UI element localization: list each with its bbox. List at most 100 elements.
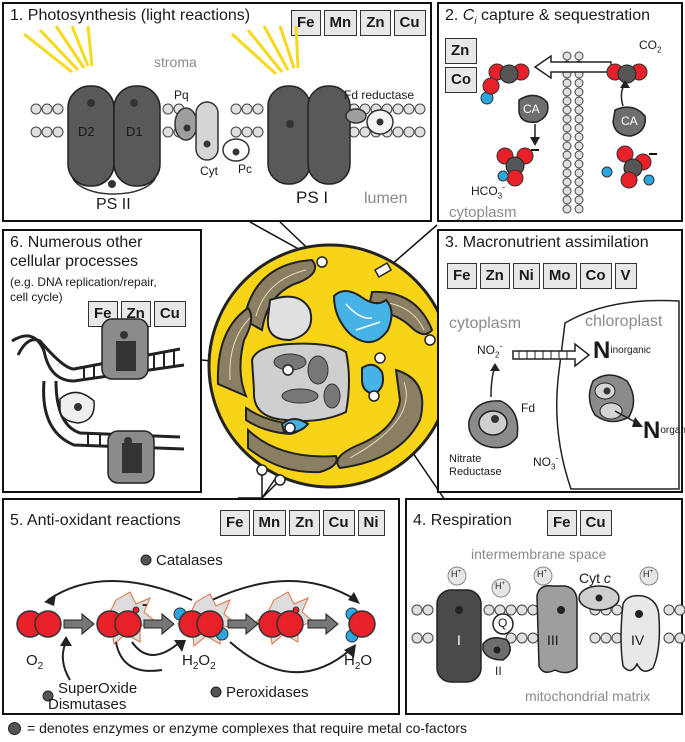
no2-label: NO2-: [477, 341, 503, 360]
metal-badge: Mo: [542, 263, 577, 289]
superoxide-label: SuperOxide: [58, 680, 138, 697]
proton-label-3: H+: [537, 569, 548, 579]
metal-badge: V: [614, 263, 637, 289]
antioxidant-diagram: [16, 554, 376, 702]
psi-left: [267, 85, 311, 185]
ci-diagram: [480, 51, 657, 214]
panel4-title: 4. Respiration: [413, 512, 512, 529]
complex-iii-label: III: [547, 632, 559, 648]
catalases-label: Catalases: [156, 552, 223, 569]
h2o-label: H2O: [344, 652, 373, 672]
panel3-metals: Fe Zn Ni Mo Co V: [447, 263, 637, 289]
mitochondrion-bottom: [280, 418, 310, 434]
metal-badge: Co: [579, 263, 612, 289]
vacuole: [266, 295, 312, 342]
nitrate-label: Nitrate: [449, 453, 482, 465]
co2-molecule-right: [606, 63, 648, 84]
panel6-title-2: cellular processes: [10, 253, 139, 270]
psii-label: PS II: [96, 196, 131, 213]
metal-badge: Cu: [322, 510, 355, 536]
metal-badge: Cu: [153, 301, 186, 327]
proton-circles: [447, 566, 659, 598]
d2-label: D2: [78, 124, 95, 139]
cyt-protein: [195, 101, 219, 161]
nucleus: [250, 342, 350, 422]
metal-badge: Cu: [393, 10, 426, 36]
complex-iii: [536, 584, 578, 674]
ca-enzyme-left: [518, 94, 549, 124]
psi-label: PS I: [296, 188, 329, 207]
hco3-molecule-right: [616, 145, 657, 189]
chloroplasts: [216, 258, 434, 474]
metal-badge: Zn: [289, 510, 320, 536]
n-inorganic-label: Ninorganic: [593, 337, 651, 364]
superoxide-charge: -: [142, 596, 148, 613]
q-label: Q: [498, 616, 508, 630]
water-molecule: [480, 77, 500, 105]
co2-label: CO2: [639, 38, 662, 55]
panel2-metals: Zn Co: [445, 38, 477, 93]
lumen-label: lumen: [364, 190, 408, 207]
membrane-vertical: [562, 51, 584, 214]
pq-protein: [174, 107, 198, 141]
stroma-label: stroma: [154, 54, 197, 70]
pq-label: Pq: [174, 88, 189, 102]
metal-badge: Ni: [357, 510, 385, 536]
panel-antioxidant: 5. Anti-oxidant reactions Fe Mn Zn Cu Ni: [2, 498, 400, 715]
proton-label-2: H+: [495, 581, 506, 591]
fd-label: Fd: [521, 401, 536, 415]
metal-badge: Fe: [547, 510, 577, 536]
panel5-title: 5. Anti-oxidant reactions: [10, 512, 181, 529]
no3-label: NO3-: [533, 453, 559, 472]
thylakoid-membrane: [30, 103, 426, 138]
enzyme-dot-icon: [8, 721, 21, 735]
panel1-title: 1. Photosynthesis (light reactions): [10, 7, 251, 24]
h2o2-label: H2O2: [182, 652, 216, 672]
reductase-label: Reductase: [449, 466, 502, 478]
cytoplasm-label: cytoplasm: [449, 204, 517, 221]
panel-photosynthesis: 1. Photosynthesis (light reactions) Fe M…: [2, 2, 432, 222]
sunlight-rays-right: [230, 25, 300, 76]
cyt-c-label: Cyt c: [579, 570, 611, 586]
hco3-label: HCO3-: [471, 182, 506, 201]
dna-replication-diagram: [11, 318, 185, 484]
metal-badge: Mn: [252, 510, 287, 536]
metal-badge: Co: [445, 67, 477, 93]
chloroplast-label: chloroplast: [585, 313, 663, 330]
dismutases-label: Dismutases: [48, 696, 127, 713]
panel-macronutrient: 3. Macronutrient assimilation Fe Zn Ni M…: [437, 229, 685, 493]
panel3-title: 3. Macronutrient assimilation: [445, 234, 649, 251]
psi-right: [307, 85, 351, 185]
peroxidases-label: Peroxidases: [226, 684, 309, 701]
photosynthesis-diagram: [23, 25, 426, 195]
matrix-label: mitochondrial matrix: [525, 688, 651, 704]
metal-badge: Fe: [220, 510, 250, 536]
pc-label: Pc: [238, 162, 253, 176]
cell: [207, 243, 453, 489]
d1-label: D1: [126, 124, 143, 139]
inner-mito-membrane: [411, 604, 685, 644]
panel6-metals: Fe Zn Cu: [88, 301, 186, 327]
hco3-molecule-left: [496, 147, 539, 187]
legend: = denotes enzymes or enzyme complexes th…: [8, 720, 467, 736]
ca-label-left: CA: [523, 102, 540, 116]
complex-iv: [620, 594, 661, 672]
metal-badge: Zn: [360, 10, 391, 36]
metal-badge: Cu: [579, 510, 612, 536]
ca-enzyme-right: [612, 106, 646, 137]
panel6-subtitle-1: (e.g. DNA replication/repair,: [10, 275, 157, 289]
mitochondrion-large: [332, 290, 393, 343]
respiration-diagram: [411, 566, 685, 683]
sunlight-rays-left: [23, 25, 94, 74]
legend-text: = denotes enzymes or enzyme complexes th…: [27, 720, 468, 736]
metal-badge: Fe: [447, 263, 477, 289]
complex-ii-label: II: [495, 664, 502, 678]
co2-molecule-left: [488, 63, 530, 84]
proton-label-4: H+: [643, 569, 654, 579]
ubiquinone: [492, 613, 514, 635]
panel5-metals: Fe Mn Zn Cu Ni: [220, 510, 385, 536]
panel4-metals: Fe Cu: [547, 510, 612, 536]
o2-label: O2: [26, 652, 44, 672]
panel6-subtitle-2: cell cycle): [10, 290, 63, 304]
metal-badge: Ni: [512, 263, 540, 289]
